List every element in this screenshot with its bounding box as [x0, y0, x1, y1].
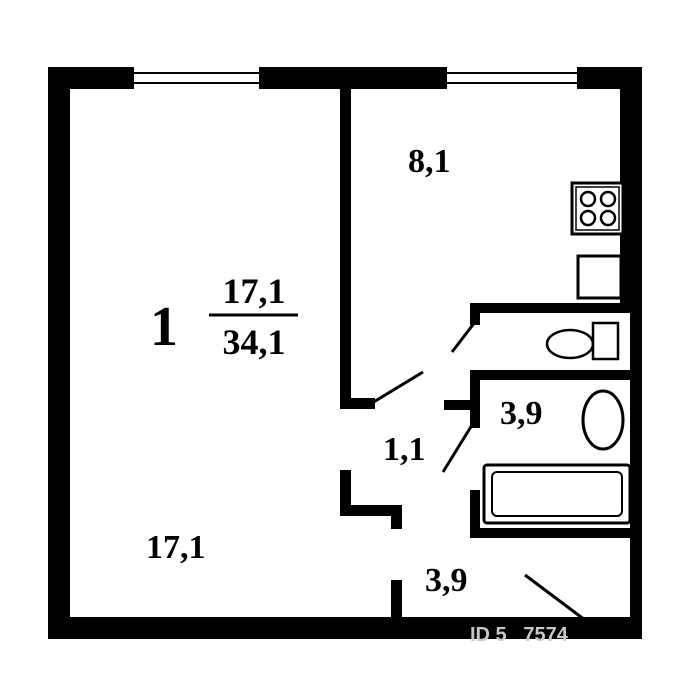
stove-icon [570, 181, 625, 236]
corridor-area: 1,1 [383, 431, 426, 468]
kitchen-area: 8,1 [408, 143, 451, 180]
living-room-area: 17,1 [146, 529, 206, 566]
watermark: ID 5 7574 [470, 624, 569, 646]
window-living-room [132, 67, 261, 89]
bathtub-icon [482, 463, 632, 525]
door-entrance [524, 573, 586, 622]
bathroom-area: 3,9 [500, 395, 543, 432]
door-kitchen [450, 321, 477, 353]
door-swings [371, 321, 586, 622]
sink-icon [576, 254, 623, 300]
hallway-area: 3,9 [425, 562, 468, 599]
door-bathroom [441, 424, 474, 473]
room-count: 1 [150, 296, 178, 358]
washbasin-icon [581, 389, 625, 451]
living-area-label: 17,1 [223, 271, 286, 311]
total-area-label: 34,1 [223, 322, 286, 362]
window-kitchen [445, 67, 579, 89]
toilet-icon [545, 321, 620, 361]
interior-walls [340, 89, 642, 620]
door-living-room [371, 370, 424, 405]
